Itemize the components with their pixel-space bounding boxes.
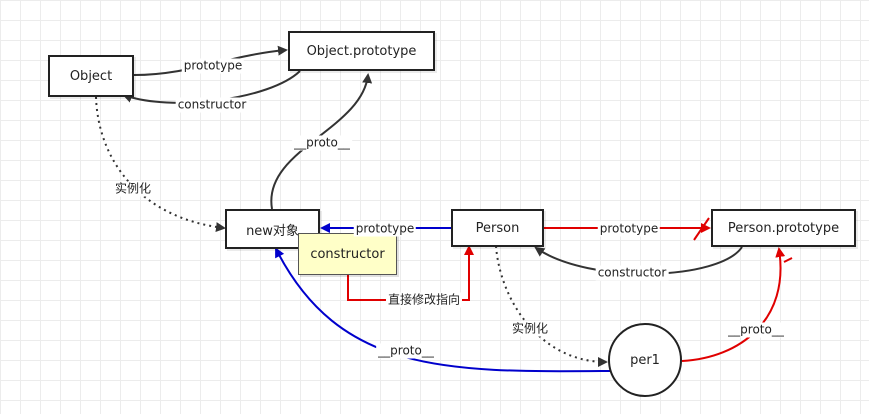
edge-cross-mark-2 <box>783 257 793 263</box>
edge-person-instantiate <box>495 245 608 367</box>
node-per1-label: per1 <box>630 352 660 368</box>
node-object-prototype-label: Object.prototype <box>306 43 417 59</box>
label-person-instantiate: 实例化 <box>509 321 551 337</box>
node-person-prototype-label: Person.prototype <box>727 220 840 236</box>
edge-object-instantiate <box>95 96 226 233</box>
edge-per1-proto-to-person-prototype <box>681 247 786 362</box>
node-object-label: Object <box>69 68 113 84</box>
label-per1-proto-to-person-prototype: __proto__ <box>726 322 786 338</box>
label-object-prototype-constructor: constructor <box>175 97 249 113</box>
label-person-to-person-prototype: prototype <box>597 221 661 237</box>
label-new-object-proto: __proto__ <box>292 135 352 151</box>
label-person-prototype-to-new: prototype <box>353 221 417 237</box>
label-per1-proto-to-new: __proto__ <box>376 343 436 359</box>
label-object-prototype: prototype <box>181 58 245 74</box>
label-object-instantiate: 实例化 <box>112 181 154 197</box>
node-object-prototype: Object.prototype <box>288 31 435 71</box>
edge-cross-mark <box>693 217 710 241</box>
note-constructor: constructor <box>298 233 397 275</box>
node-object: Object <box>48 55 134 97</box>
label-modify-pointer: 直接修改指向 <box>385 292 463 308</box>
node-person-prototype: Person.prototype <box>711 209 856 247</box>
node-per1: per1 <box>608 323 682 397</box>
node-person: Person <box>451 209 544 247</box>
node-person-label: Person <box>475 220 520 236</box>
note-constructor-label: constructor <box>310 246 385 262</box>
label-person-prototype-constructor: constructor <box>595 265 669 281</box>
node-new-object-label: new对象 <box>246 223 299 239</box>
node-new-object: new对象 <box>225 209 320 249</box>
